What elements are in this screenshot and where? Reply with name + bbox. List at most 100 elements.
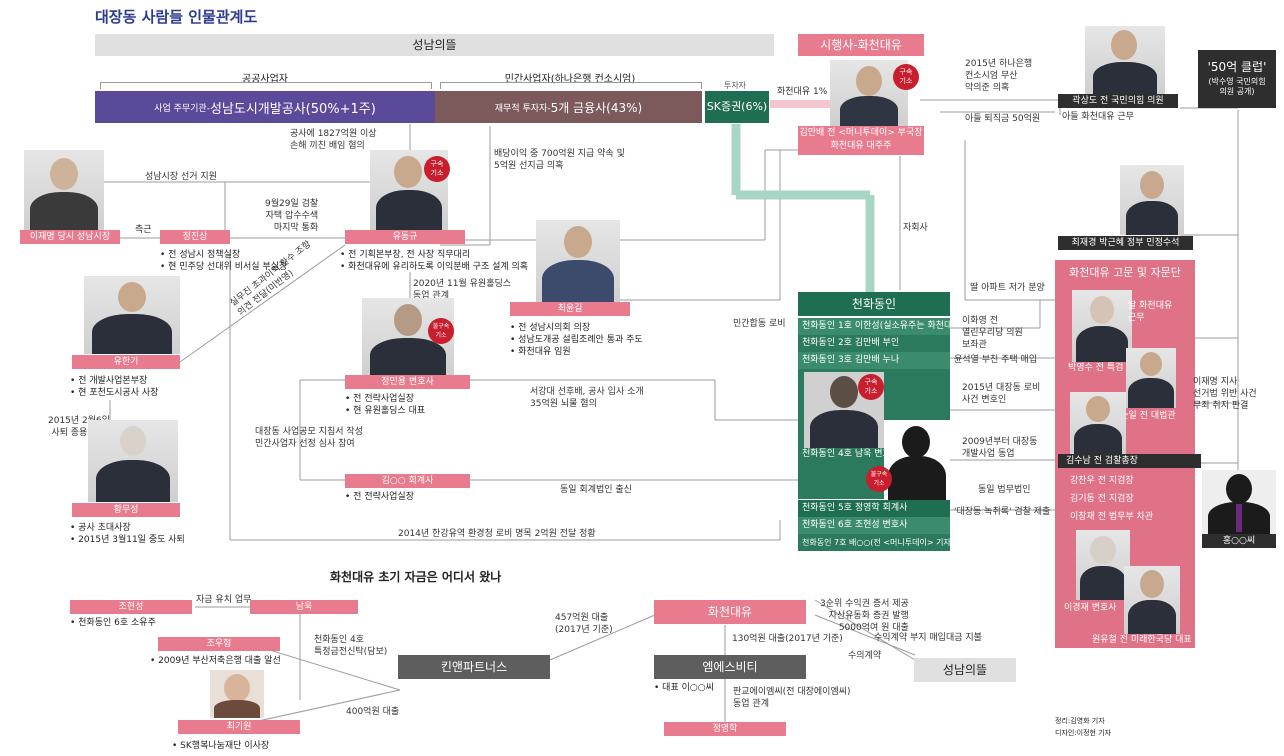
list-item: 공사 초대사장	[70, 522, 185, 534]
private-bar: 재무적 투자자- 5개 금융사(43%)	[435, 91, 702, 123]
hong-photo	[1202, 470, 1276, 534]
jo-wu-name: 조우형	[158, 637, 280, 651]
note-seogang: 서강대 선후배, 공사 입사 소개 35억원 뇌물 혐의	[530, 387, 644, 409]
list-item: 현 포천도시공사 사장	[70, 387, 158, 399]
hwacheon-row: 천화동인 5호 정영학 회계사	[798, 500, 950, 517]
note-house-sale: 윤석열 부친 주택 매입	[954, 355, 1038, 365]
hwacheon-dongin-title: 천화동인	[798, 292, 950, 316]
kim-ss-name: 김수남 전 검찰총장	[1058, 454, 1201, 468]
kwak-son-note: 아들 화천대유 근무	[1062, 112, 1134, 122]
kwak-name: 곽상도 전 국민의힘 의원	[1058, 94, 1178, 108]
note-profit-fee: 수익계약 부지 매입대금 지불	[874, 633, 982, 643]
note-son-50: 아들 퇴직금 50억원	[965, 114, 1041, 124]
note-election: 성남시장 선거 지원	[145, 172, 217, 182]
public-bar-prefix: 사업 주무기관-	[154, 103, 210, 114]
list-item: 전 전략사업실장	[345, 393, 425, 405]
list-item: 전 개발사업본부장	[70, 375, 158, 387]
cho-hs-list: 천화동인 6호 소유주	[70, 617, 156, 629]
hwacheon-row: 천화동인 3호 김만배 누나	[798, 352, 950, 369]
list-item: 2009년 부산저축은행 대출 알선	[150, 655, 281, 667]
sk-bar: SK증권(6%)	[705, 91, 769, 123]
jeong-yh-photo	[884, 420, 950, 500]
list-item: 전 성남시 정책실장	[160, 249, 287, 261]
note-sep29: 9월29일 검찰 자택 압수수색 마지막 통화	[265, 199, 319, 233]
note-subsidiary: 자회사	[903, 223, 928, 233]
note-nov2020: 2020년 11월 유원홀딩스 동업 관계	[413, 279, 512, 301]
note-record: '대장동 녹취록' 검찰 제출	[954, 507, 1051, 517]
note-same-law: 동일 법무법인	[978, 485, 1031, 495]
kim-mb-photo	[830, 60, 908, 126]
list-item: 현 유원홀딩스 대표	[345, 405, 425, 417]
list-item: 성남도개공 설립조례안 통과 주도	[510, 334, 643, 346]
list-item: 천화동인 6호 소유주	[70, 617, 156, 629]
hwacheon-row: 천화동인 1호 이한성(실소유주는 화천대유)	[798, 318, 950, 335]
choi-kw-list: SK행복나눔재단 이사장	[172, 740, 269, 752]
public-bar-main: 성남도시개발공사(50%+1주)	[209, 101, 376, 117]
kwon-photo	[1126, 348, 1176, 408]
note-dividend: 배당이익 중 700억원 지급 약속 및 5억원 선지급 의혹	[494, 149, 625, 171]
note-loan-130: 130억원 대출(2017년 기준)	[732, 634, 843, 644]
hwacheon-row: 천화동인 7호 배○○(전 <머니투데이> 기자)	[798, 534, 950, 551]
yoo-dg-list: 전 기획본부장, 전 사장 직무대리 화천대유에 유리하도록 이익분배 구조 설…	[340, 249, 528, 273]
jeong-js-name: 정진상	[160, 230, 230, 244]
note-fund-attract: 자금 유치 업무	[196, 595, 252, 605]
note-loan-457: 457억원 대출 (2017년 기준)	[555, 613, 613, 635]
list-item: 전 성남시의회 의장	[510, 322, 643, 334]
kim-mb-name: 김만배 전 <머니투데이> 부국장 화천대유 대주주	[798, 126, 924, 155]
note-jichim: 대장동 사업공모 지침서 작성 민간사업자 선정 심사 참여	[255, 427, 363, 449]
choi-yg-photo	[536, 220, 620, 302]
note-loan-400: 400억원 대출	[346, 707, 400, 717]
hwang-list: 공사 초대사장 2015년 3월11일 중도 사퇴	[70, 522, 185, 546]
list-item: 화천대유에 유리하도록 이익분배 구조 설계 의혹	[340, 261, 528, 273]
seongnam-box: 성남의뜰	[914, 658, 1016, 682]
yoo-hk-photo	[84, 276, 180, 354]
note-biz-2009: 2009년부터 대장동 개발사업 동업	[962, 437, 1038, 459]
private-bar-prefix: 재무적 투자자-	[494, 103, 551, 114]
hwacheon-box: 화천대유	[654, 600, 806, 624]
hwacheon-row: 천화동인 6호 조현성 변호사	[798, 517, 950, 534]
note-lobby-2015: 2015년 대장동 로비 사건 변호인	[962, 383, 1041, 405]
list-item: SK행복나눔재단 이사장	[172, 740, 269, 752]
park-photo	[1072, 290, 1132, 362]
jeong-my-list: 전 전략사업실장 현 유원홀딩스 대표	[345, 393, 425, 417]
jeong-yh-name-bottom: 정영학	[664, 722, 786, 736]
list-item: 전 기획본부장, 전 사장 직무대리	[340, 249, 528, 261]
list-item: 대표 이○○씨	[654, 682, 714, 694]
kim-mb-name-line1: 김만배 전 <머니투데이> 부국장	[799, 128, 923, 138]
jo-wu-list: 2009년 부산저축은행 대출 알선	[150, 655, 281, 667]
park-name: 박영수 전 특검	[1068, 363, 1124, 373]
club50-box: '50억 클럽' (박수영 국민의힘 의원 공개)	[1198, 50, 1276, 108]
section-public: 공공사업자	[242, 74, 288, 85]
hwang-name: 황무성	[72, 503, 180, 517]
list-item: 현 민주당 선대위 비서실 부실장	[160, 261, 287, 273]
kim-ss-photo	[1070, 392, 1126, 456]
club50-sub: (박수영 국민의힘 의원 공개)	[1208, 77, 1266, 96]
choi-jg-photo	[1120, 165, 1184, 235]
advisors-title: 화천대유 고문 및 자문단	[1069, 266, 1181, 279]
note-same-firm: 동일 회계법인 출신	[560, 485, 632, 495]
kim-acct-list: 전 전략사업실장	[345, 491, 414, 503]
cho-hs-name: 조현성	[70, 600, 192, 614]
list-item: 화천대유 임원	[510, 346, 643, 358]
private-bar-main: 5개 금융사(43%)	[550, 100, 643, 115]
note-hangang: 2014년 한강유역 환경청 로비 명목 2억원 전달 정황	[398, 529, 596, 539]
yoo-hk-name: 유한기	[72, 355, 180, 369]
credit-1: 정리:김영화 기자	[1055, 717, 1105, 725]
mnv-box: 엠에스비티	[654, 655, 806, 679]
hong-name: 홍○○씨	[1202, 534, 1276, 548]
lee-kj-photo	[1076, 530, 1130, 600]
section-public-bracket	[100, 82, 432, 89]
kwak-photo	[1085, 26, 1165, 94]
jeong-my-photo	[362, 298, 454, 376]
seongnam-band: 성남의뜰	[95, 34, 774, 56]
choi-yg-name: 최윤길	[510, 302, 630, 316]
note-profit-contract: 수의계약	[848, 651, 882, 661]
note-apt-sale: 딸 아파트 저가 분양	[970, 283, 1045, 293]
page-title: 대장동 사람들 인물관계도	[95, 8, 258, 26]
public-bar: 사업 주무기관- 성남도시개발공사(50%+1주)	[95, 91, 435, 123]
note-daughter: 딸 화천대유 근무	[1128, 301, 1173, 323]
